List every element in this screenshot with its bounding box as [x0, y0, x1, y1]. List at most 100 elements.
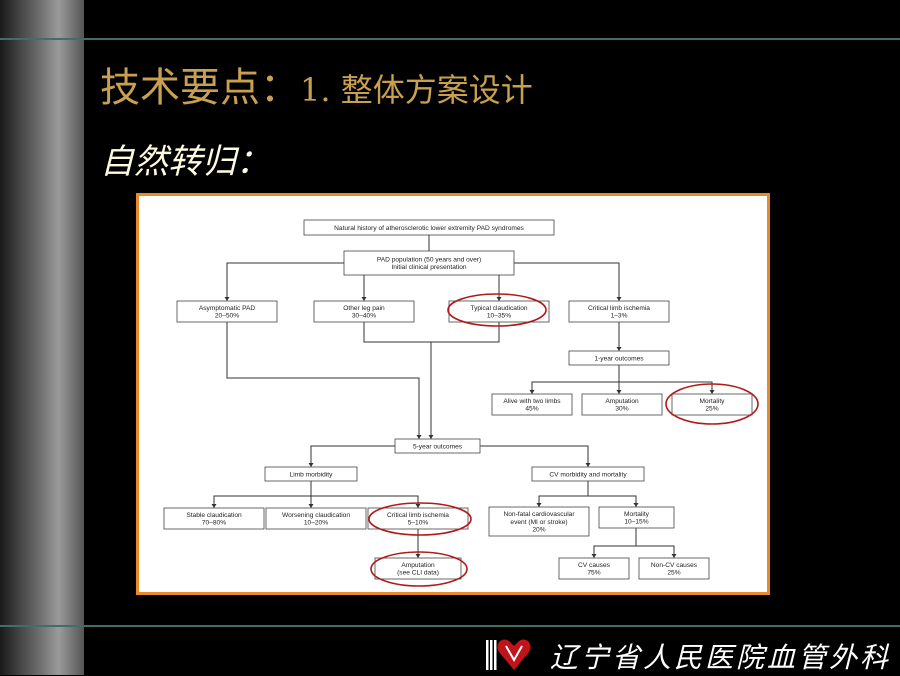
flowchart-diagram: Natural history of atherosclerotic lower…	[163, 219, 759, 587]
node-frame	[598, 506, 675, 529]
node-text: 5–10%	[408, 520, 429, 527]
node-frame	[568, 350, 670, 366]
node-text: Limb morbidity	[290, 471, 334, 478]
flowchart-connectors	[211, 235, 715, 558]
node-text: Other leg pain	[343, 305, 385, 312]
node-text: 75%	[587, 570, 600, 577]
connector-line	[226, 262, 344, 301]
arrowhead-icon	[415, 504, 421, 508]
highlight-ring	[368, 502, 472, 536]
connector-line	[213, 481, 312, 508]
node-text: Non-fatal cardiovascular	[503, 511, 575, 518]
connector-line	[514, 262, 620, 301]
node-text: 25%	[667, 570, 680, 577]
slide-title-main: 技术要点：	[100, 65, 300, 111]
node-one-year: 1-year outcomes	[568, 350, 670, 366]
node-text: Alive with two limbs	[503, 398, 561, 405]
node-text: Non-CV causes	[651, 562, 698, 569]
arrowhead-icon	[496, 297, 502, 301]
top-rule	[0, 38, 900, 40]
connector-line	[593, 528, 637, 558]
node-text: Stable claudication	[186, 512, 242, 519]
node-text: 1-year outcomes	[594, 355, 644, 362]
arrowhead-icon	[308, 463, 314, 467]
node-cv-morbidity: CV morbidity and mortality	[531, 466, 645, 482]
node-frame	[374, 557, 462, 580]
node-text: 10–15%	[624, 519, 648, 526]
highlight-ring	[447, 293, 547, 327]
node-text: 30–40%	[352, 313, 376, 320]
node-text: Critical limb ischemia	[387, 512, 449, 519]
arrowhead-icon	[416, 435, 422, 439]
node-text: Mortality	[700, 398, 726, 405]
node-frame	[176, 300, 278, 323]
node-text: Natural history of atherosclerotic lower…	[334, 225, 524, 232]
footer: 辽宁省人民医院血管外科	[484, 630, 894, 674]
node-population: PAD population (50 years and over)Initia…	[343, 250, 515, 276]
node-frame	[313, 300, 415, 323]
flowchart-figure: Natural history of atherosclerotic lower…	[136, 193, 770, 595]
bottom-rule	[0, 625, 900, 627]
connector-line	[226, 322, 420, 439]
arrowhead-icon	[616, 297, 622, 301]
arrowhead-icon	[308, 504, 314, 508]
node-text: Mortality	[624, 511, 650, 518]
hospital-name: 辽宁省人民医院血管外科	[550, 641, 892, 674]
node-amputation-cli: Amputation(see CLI data)	[374, 557, 462, 580]
node-text: Worsening claudication	[282, 512, 350, 519]
arrowhead-icon	[616, 347, 622, 351]
node-frame	[638, 557, 710, 580]
node-text: 20%	[532, 526, 545, 533]
arrowhead-icon	[536, 503, 542, 507]
node-five-year: 5-year outcomes	[394, 438, 481, 454]
node-frame	[558, 557, 630, 580]
node-text: 45%	[525, 406, 538, 413]
node-frame	[531, 466, 645, 482]
node-text: event (MI or stroke)	[510, 519, 567, 526]
sidebar-gradient	[0, 0, 84, 675]
node-frame	[264, 466, 358, 482]
node-text: PAD population (50 years and over)	[377, 257, 481, 264]
connector-line	[538, 481, 589, 507]
node-frame	[568, 300, 670, 323]
arrowhead-icon	[224, 297, 230, 301]
node-text: 10–35%	[487, 313, 511, 320]
connector-line	[619, 381, 713, 394]
arrowhead-icon	[428, 435, 434, 439]
node-text: 1–3%	[611, 313, 628, 320]
connector-line	[480, 445, 589, 467]
highlight-rings	[368, 293, 759, 587]
node-frame	[491, 393, 573, 416]
connector-line	[636, 545, 675, 558]
node-text: 70–80%	[202, 520, 226, 527]
arrowhead-icon	[671, 554, 677, 558]
node-text: CV causes	[578, 562, 611, 569]
connector-line	[310, 445, 395, 467]
arrowhead-icon	[529, 390, 535, 394]
arrowhead-icon	[709, 390, 715, 394]
arrowhead-icon	[415, 554, 421, 558]
slide-title: 技术要点：1. 整体方案设计	[100, 55, 533, 113]
node-frame	[394, 438, 481, 454]
node-text: Typical claudication	[470, 305, 528, 312]
node-text: 10–20%	[304, 520, 328, 527]
node-text: 30%	[615, 406, 628, 413]
slide-title-sub: 1. 整体方案设计	[300, 71, 533, 109]
arrowhead-icon	[591, 554, 597, 558]
arrowhead-icon	[361, 297, 367, 301]
arrowhead-icon	[633, 503, 639, 507]
node-root: Natural history of atherosclerotic lower…	[303, 219, 555, 236]
node-limb-morbidity: Limb morbidity	[264, 466, 358, 482]
